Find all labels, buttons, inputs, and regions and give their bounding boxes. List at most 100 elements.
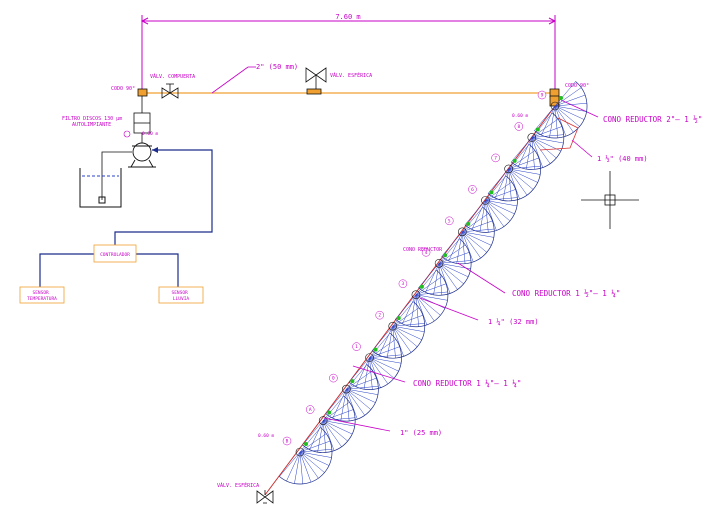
spray-line	[511, 137, 533, 163]
spray-line	[299, 440, 331, 453]
cono-mid-leader	[457, 262, 506, 294]
pipe-2in-leader	[211, 66, 256, 94]
spray-line	[392, 326, 404, 357]
spray-line	[554, 105, 585, 120]
emitter-node	[373, 347, 378, 352]
spray-line	[302, 420, 324, 446]
spray-line	[448, 231, 463, 261]
sprinkler-number: 1	[355, 344, 358, 350]
spray-line	[348, 357, 370, 383]
spray-line	[346, 388, 365, 416]
spray-line	[441, 231, 463, 257]
spray-line	[346, 364, 368, 390]
spray-line	[369, 332, 391, 358]
spray-line	[323, 420, 353, 435]
coverage-arc	[395, 269, 449, 328]
sprinkler-head-icon	[504, 164, 513, 174]
pipe-1in-label: 1" (25 mm)	[400, 429, 442, 437]
sprinkler-number-bubble	[421, 248, 431, 257]
spray-line	[346, 388, 372, 410]
sprinkler-number-bubble	[491, 153, 500, 163]
spray-line	[494, 168, 509, 199]
wire-arrow	[152, 147, 158, 153]
spray-line	[392, 325, 418, 347]
codo-left-label: CODO 90°	[111, 86, 135, 92]
pipe-1in-leader	[323, 417, 391, 432]
spray-line	[508, 168, 512, 201]
spray-line	[415, 294, 448, 301]
spray-line	[322, 420, 327, 453]
spray-line	[508, 168, 534, 190]
emitter-node	[419, 284, 424, 289]
spray-line	[534, 105, 556, 131]
control-wiring	[39, 149, 213, 288]
spray-line	[554, 94, 586, 107]
rain-sensor-label: SENSOR LLUVIA	[172, 290, 191, 302]
cono-reductor-small-label: CONO REDUCTOR	[403, 247, 443, 253]
spray-line	[438, 263, 464, 285]
filter-label: FILTRO DISCOS 130 µm AUTOLIMPIANTE	[62, 116, 125, 128]
total-dimension	[140, 15, 557, 90]
ball-valve-top-label: VÁLV. ESFÉRICA	[330, 71, 372, 79]
spray-line	[554, 105, 587, 112]
spray-line	[363, 357, 370, 390]
spray-line	[508, 144, 530, 170]
top-distance-label: 0.60 m	[512, 113, 529, 119]
sprinkler-head-icon	[550, 101, 560, 111]
sprinkler-head-icon	[388, 321, 398, 331]
spray-line	[299, 451, 304, 484]
spray-line	[323, 420, 355, 427]
spray-line	[485, 200, 518, 207]
spray-line	[415, 294, 419, 327]
pipe-2in-label: 2" (50 mm)	[256, 63, 298, 71]
spray-line	[508, 168, 541, 175]
spray-line	[369, 354, 402, 358]
spray-line	[299, 451, 330, 466]
spray-line	[415, 291, 448, 295]
sprinkler-number-bubble	[329, 373, 338, 383]
sprinkler-number-bubble	[352, 342, 361, 351]
spray-line	[369, 357, 395, 379]
spray-line	[410, 294, 417, 327]
coverage-arc	[279, 427, 333, 485]
spray-line	[392, 325, 422, 340]
lateral-pipe	[264, 105, 556, 496]
spray-line	[323, 420, 348, 442]
emitter-node	[443, 253, 448, 258]
sprinkler-number: 0	[332, 376, 335, 382]
emitter-node	[512, 158, 517, 163]
spray-line	[392, 315, 423, 327]
spray-line	[279, 451, 301, 477]
spray-line	[309, 420, 324, 450]
spray-line	[346, 389, 358, 420]
spray-line	[531, 137, 557, 159]
codo-left-fitting	[137, 88, 148, 97]
emitter-node	[559, 96, 563, 100]
temp-sensor-label: SENSOR TEMPERATURA	[27, 290, 57, 302]
sprinkler-number: 3	[402, 281, 405, 287]
spray-line	[485, 200, 497, 231]
spray-line	[508, 150, 535, 170]
spray-line	[332, 388, 347, 419]
sprinkler-head-icon	[481, 196, 490, 205]
sprinkler-number: 5	[448, 218, 451, 224]
spray-line	[322, 420, 335, 451]
spray-line	[322, 395, 344, 421]
coverage-boundary	[539, 117, 579, 151]
spray-line	[462, 231, 466, 264]
coverage-arc	[348, 332, 402, 390]
spray-line	[402, 294, 417, 324]
spray-line	[299, 433, 327, 453]
spray-line	[438, 263, 458, 290]
spray-line	[554, 105, 559, 138]
spray-line	[462, 207, 484, 232]
spray-line	[299, 451, 332, 458]
spray-line	[462, 231, 474, 262]
coverage-arc	[487, 144, 541, 202]
spray-line	[425, 263, 440, 293]
spray-line	[418, 263, 440, 288]
spray-line	[346, 389, 350, 421]
spray-line	[462, 231, 481, 259]
coverage-arc	[418, 238, 472, 296]
